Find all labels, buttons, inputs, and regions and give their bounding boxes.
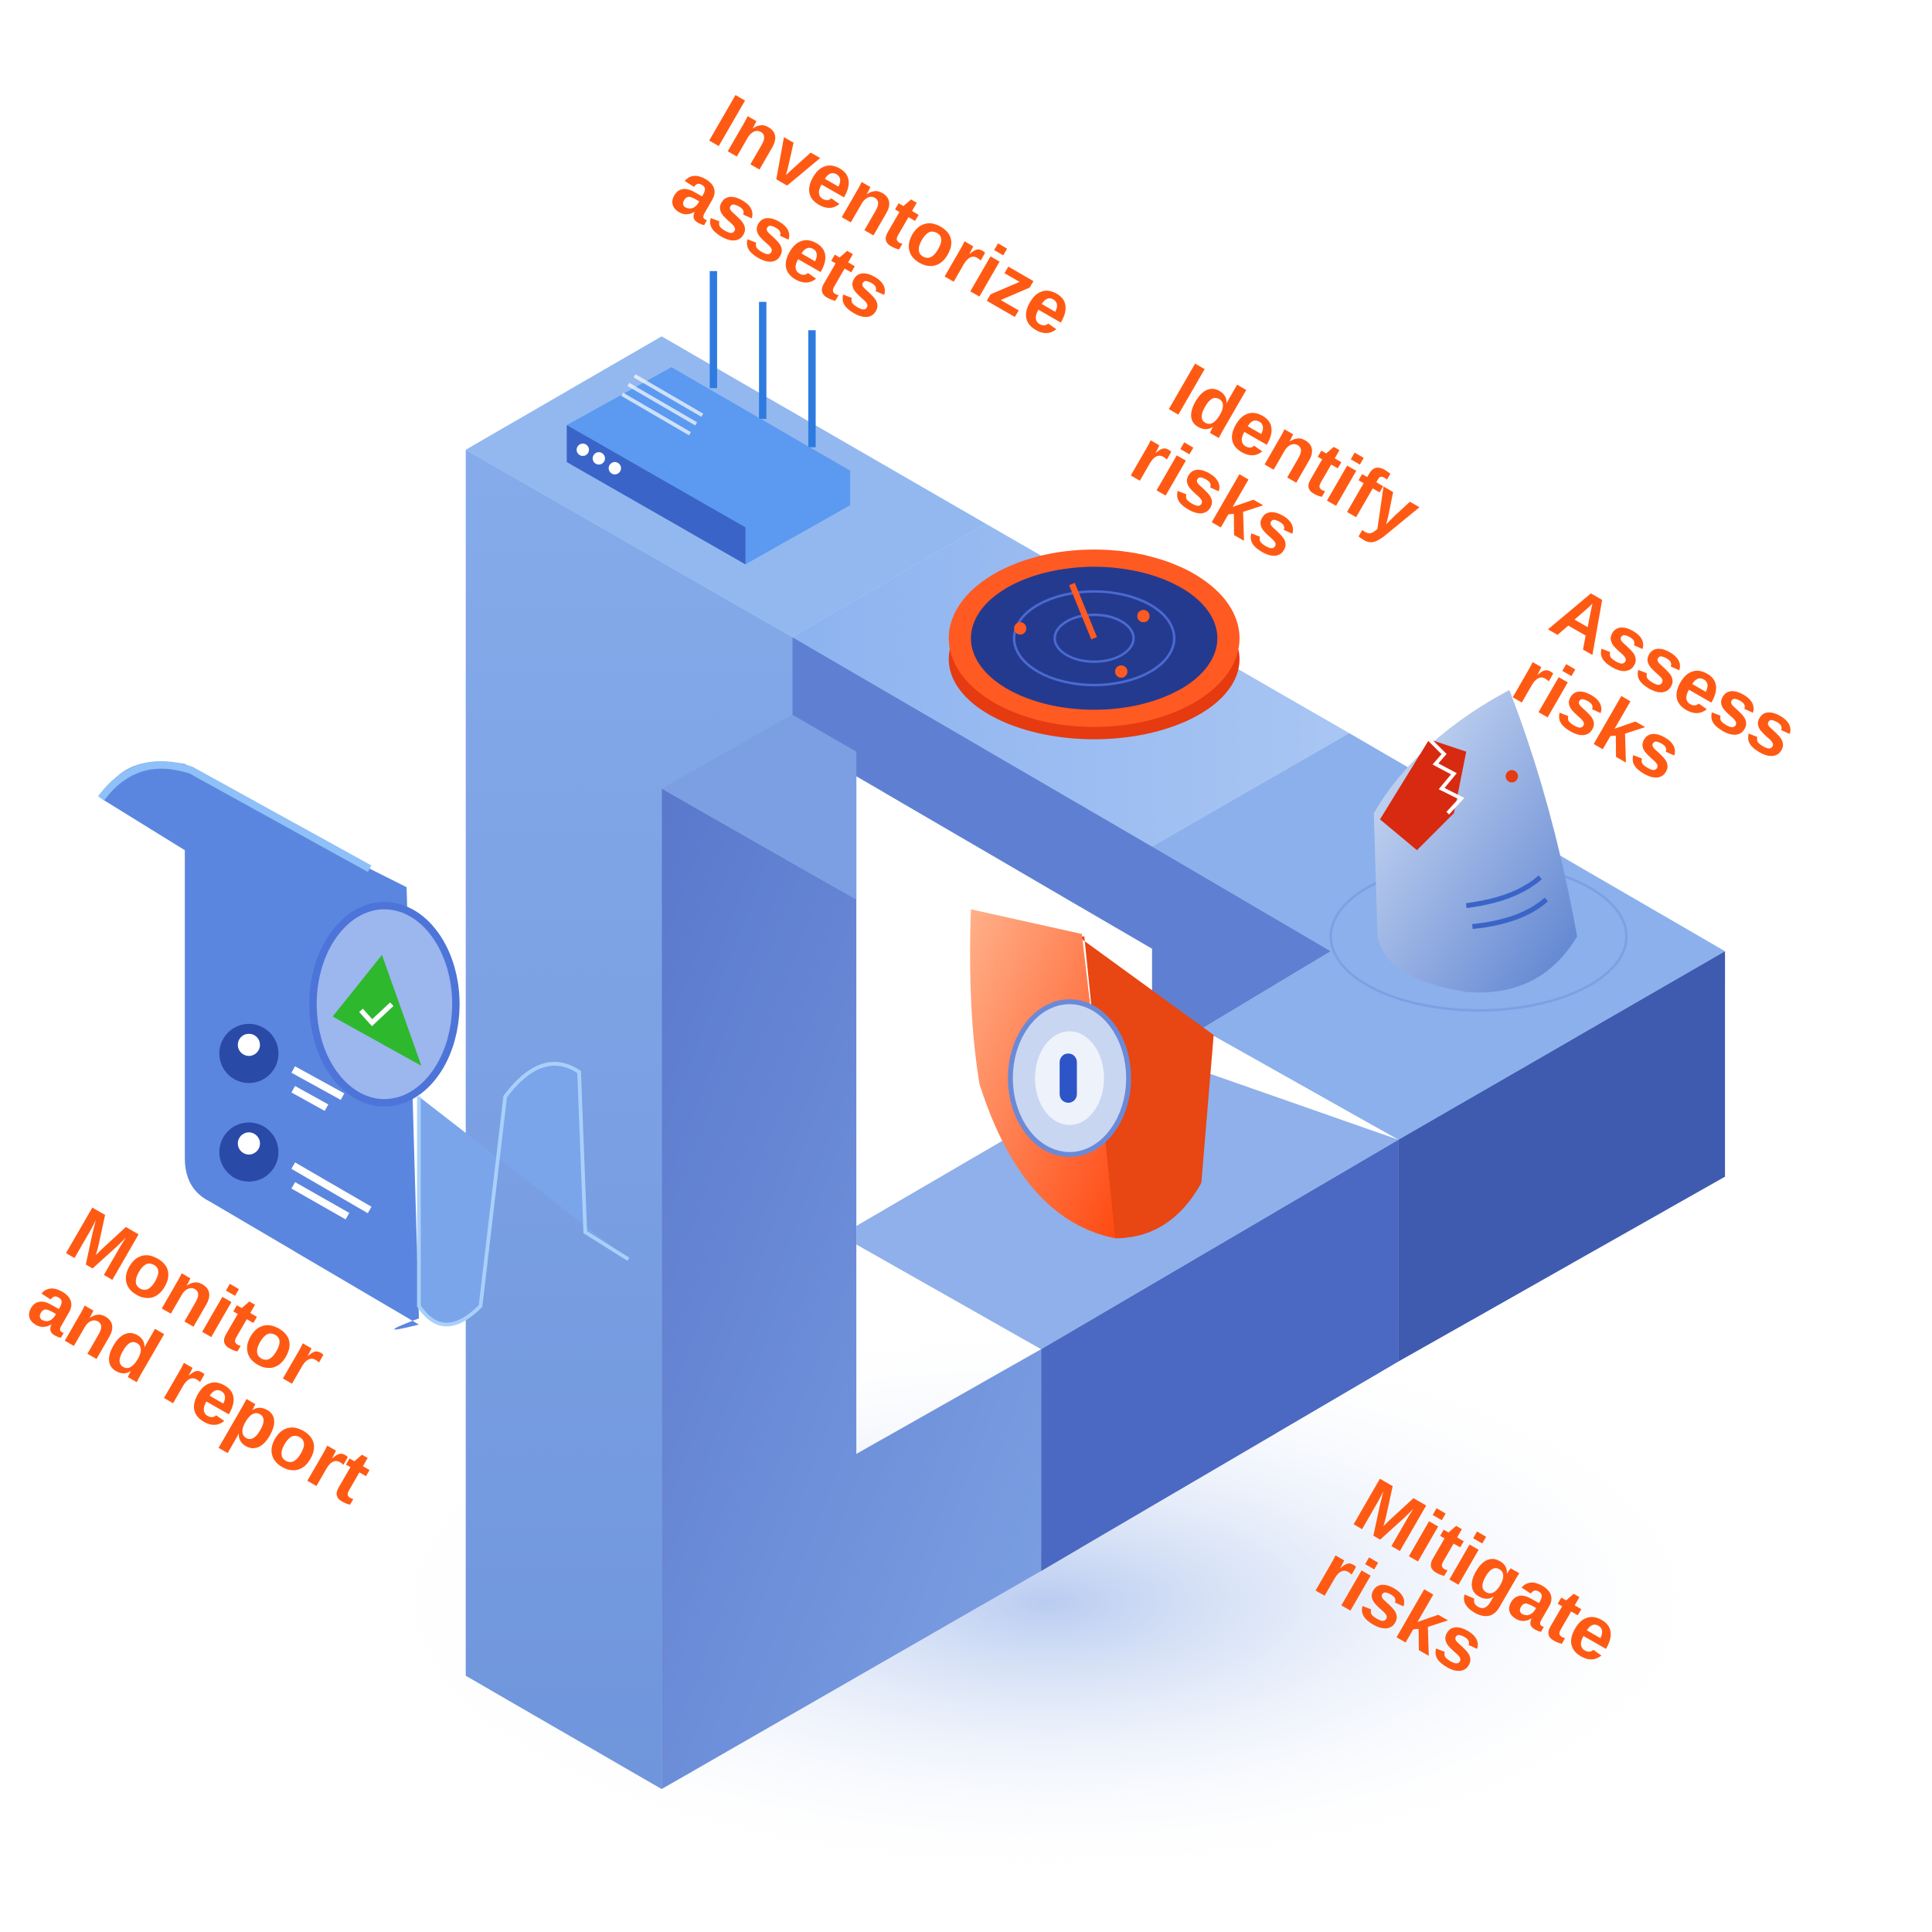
radar-icon bbox=[948, 549, 1240, 740]
isometric-block-structure bbox=[465, 336, 1726, 1790]
top-beam-front bbox=[792, 637, 1331, 1029]
check-triangle-icon bbox=[332, 954, 422, 1066]
label-assess-risks: Assess risks bbox=[1500, 569, 1812, 798]
left-column-front bbox=[662, 788, 1042, 1790]
report-document-icon bbox=[97, 761, 630, 1330]
right-block-front bbox=[1398, 951, 1726, 1362]
inner-column-face bbox=[662, 714, 857, 900]
shark-icon bbox=[1329, 689, 1628, 1012]
label-inventorize-assets: Inventorize assets bbox=[658, 78, 1088, 353]
shield-lock-icon bbox=[970, 909, 1214, 1239]
bottom-beam-front bbox=[1041, 1139, 1399, 1571]
router-icon bbox=[566, 270, 851, 565]
